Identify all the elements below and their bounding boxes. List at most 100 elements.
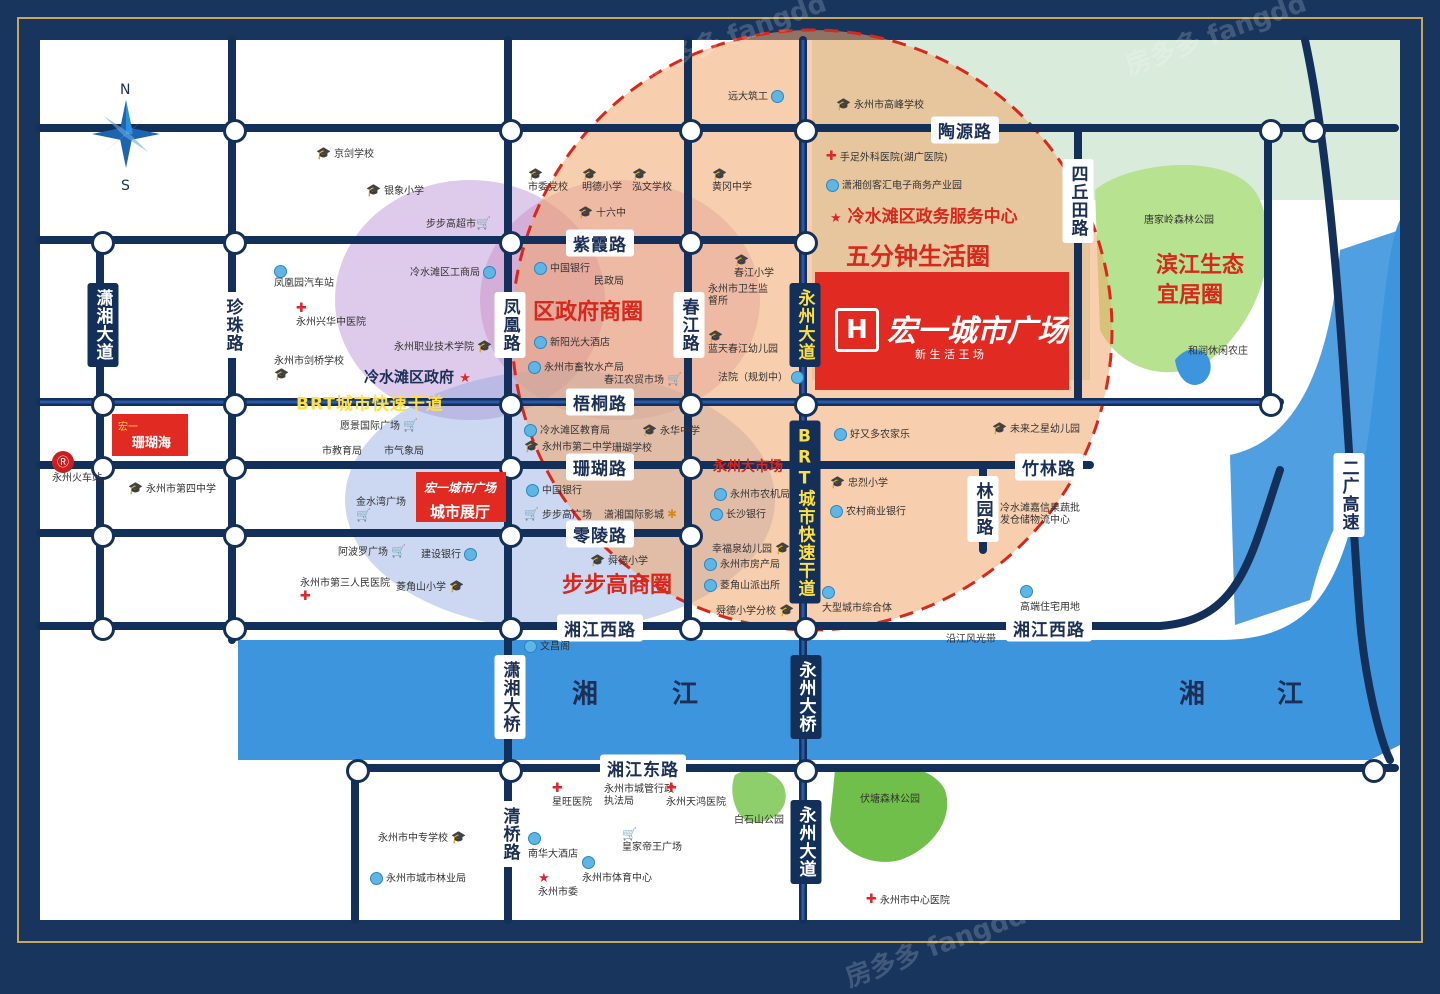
road-node <box>91 524 115 548</box>
road-node <box>499 456 523 480</box>
road-node <box>91 393 115 417</box>
showroom-block: 宏一城市广场 城市展厅 <box>416 472 506 522</box>
school-icon: 🎓 <box>632 167 647 181</box>
road-node <box>223 231 247 255</box>
cart-icon: 🛒 <box>356 507 371 522</box>
poi-yz-health: 永州市卫生监督所 <box>708 284 768 307</box>
poi-yz-jianqiao: 永州市剑桥学校🎓 <box>274 356 344 381</box>
poi-xingwang-hospital: ✚星旺医院 <box>552 781 592 808</box>
road-zhenzhu: 珍珠路 <box>217 292 249 358</box>
pin-icon <box>524 640 537 653</box>
road-fenghuang: 凤凰路 <box>494 292 526 358</box>
ecology-label-1: 滨江生态 <box>1155 253 1245 278</box>
school-icon: 🎓 <box>775 541 790 555</box>
poi-shunde: 🎓舜德小学 <box>590 553 648 567</box>
poi-yz-2nd-middle: 🎓永州市第二中学 <box>524 439 612 453</box>
road-xiaoxiang-dadao: 潇湘大道 <box>87 283 119 367</box>
building-icon <box>704 558 717 571</box>
poi-lingjiao-police: 菱角山派出所 <box>704 579 780 592</box>
star-icon: ★ <box>538 871 550 886</box>
road-node <box>91 231 115 255</box>
school-icon: 🎓 <box>524 439 539 453</box>
poi-bubugao-plaza: 🛒步步高广场 <box>524 507 592 521</box>
road-zixia: 紫霞路 <box>566 229 634 257</box>
poi-yuanjing: 愿景国际广场🛒 <box>340 418 418 432</box>
road-node <box>1362 759 1386 783</box>
poi-yz-urban-mgmt: 永州市城管行政执法局 <box>604 784 674 807</box>
road-node <box>223 617 247 641</box>
building-icon <box>528 361 541 374</box>
poi-big-complex: 大型城市综合体 <box>822 586 892 614</box>
school-icon: 🎓 <box>449 579 464 593</box>
road-xiangjiang-west-1: 湘江西路 <box>557 614 643 642</box>
bubugao-circle-label: 步步高商圈 <box>561 573 673 598</box>
poi-yz-livestock: 永州市畜牧水产局 <box>528 361 624 374</box>
road-node <box>679 119 703 143</box>
road-node <box>1302 119 1326 143</box>
building-icon <box>483 266 496 279</box>
poi-yz-farm-machine: 永州市农机局 <box>714 488 790 501</box>
school-icon: 🎓 <box>366 183 381 197</box>
school-icon: 🎓 <box>642 423 657 437</box>
school-icon: 🎓 <box>582 167 597 181</box>
cart-icon: 🛒 <box>403 418 418 432</box>
project-logo-text: 宏一城市广场 <box>887 314 1067 349</box>
school-icon: 🎓 <box>836 97 851 111</box>
road-node <box>679 617 703 641</box>
poi-boc-2: 中国银行 <box>526 484 582 497</box>
hospital-icon: ✚ <box>826 149 837 164</box>
poi-wenchang: 文昌阁 <box>524 640 570 653</box>
road-linyuan: 林园路 <box>967 476 999 542</box>
poi-herun-farm: 和润休闲农庄 <box>1188 346 1248 357</box>
compass-south: S <box>121 178 130 194</box>
poi-riverside-view: 沿江风光带 <box>946 634 996 645</box>
bus-icon <box>274 265 287 278</box>
poi-nanhua-hotel: 南华大酒店 <box>528 832 578 860</box>
road-chunjiang: 春江路 <box>673 292 705 358</box>
building-icon <box>826 179 839 192</box>
poi-yz-tianhong-hospital: ✚永州天鸿医院 <box>666 781 726 808</box>
bank-icon <box>526 484 539 497</box>
road-xiaoxiang-bridge: 潇湘大桥 <box>494 655 526 739</box>
project-slogan: 新 生 活 王 场 <box>915 348 984 361</box>
poi-shunde-branch: 舜德小学分校🎓 <box>716 603 794 617</box>
shanhuhai-sign: 宏一 珊瑚海 <box>112 414 188 456</box>
gov-center-label: ★ 冷水滩区政务服务中心 <box>830 207 1018 228</box>
road-node <box>223 119 247 143</box>
film-icon: ✱ <box>667 507 678 521</box>
tangjialing-park-area <box>1095 165 1269 373</box>
road-wutong: 梧桐路 <box>566 388 634 416</box>
hospital-icon: ✚ <box>866 892 877 907</box>
road-node <box>679 393 703 417</box>
road-node <box>1259 393 1283 417</box>
road-brt-v: BRT城市快速干道 <box>789 420 821 604</box>
school-icon: 🎓 <box>590 553 605 567</box>
road-node <box>91 617 115 641</box>
compass-icon <box>92 100 160 168</box>
building-icon <box>771 90 784 103</box>
five-minute-circle-label: 五分钟生活圈 <box>846 242 990 271</box>
road-siqiutian: 四丘田路 <box>1062 159 1094 243</box>
school-icon: 🎓 <box>992 421 1007 435</box>
cart-icon: 🛒 <box>476 216 491 230</box>
poi-chunjiang-primary: 🎓春江小学 <box>734 253 774 279</box>
xiangjiang-river <box>238 220 1400 760</box>
poi-civil-bureau: 民政局 <box>594 276 624 287</box>
project-block: H 宏一城市广场 新 生 活 王 场 <box>815 272 1069 390</box>
river-right-1: 湘 <box>1178 679 1206 710</box>
building-icon <box>791 371 804 384</box>
sign-sub: 宏一 <box>118 422 138 433</box>
poi-lingjiaoshan: 菱角山小学🎓 <box>396 579 464 593</box>
poi-boc-1: 中国银行 <box>534 262 590 275</box>
poi-gaoduan-house: 高端住宅用地 <box>1020 585 1080 613</box>
road-node <box>1259 119 1283 143</box>
road-qingqiao: 清桥路 <box>494 801 526 867</box>
road-node <box>679 524 703 548</box>
poi-yz-party: ★永州市委 <box>538 871 578 898</box>
hospital-icon: ✚ <box>666 781 677 796</box>
bank-icon <box>710 508 723 521</box>
poi-jinshuiwan: 金水湾广场🛒 <box>356 497 406 522</box>
poi-lsh-education: 冷水滩区教育局 <box>524 424 610 437</box>
poi-shanhu-school: 珊瑚学校 <box>612 443 652 454</box>
poi-yonghua-middle: 🎓永华中学 <box>642 423 700 437</box>
